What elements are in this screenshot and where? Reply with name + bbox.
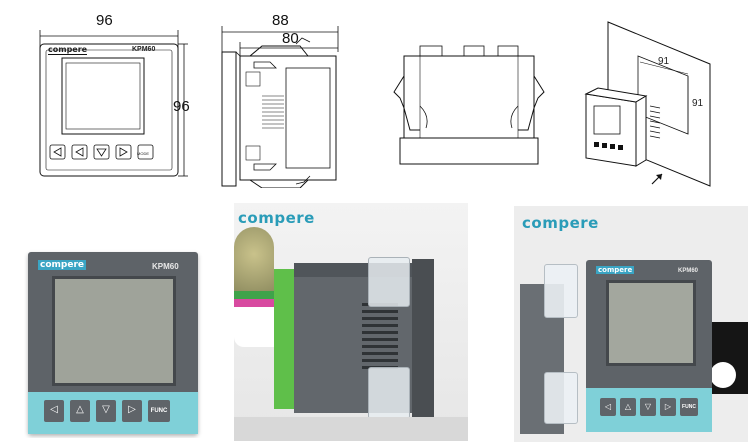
cutout-height-label: 91 bbox=[692, 98, 704, 109]
mounted-model-label: KPM60 bbox=[678, 268, 699, 274]
lcd-screen bbox=[52, 276, 176, 386]
cutout-width-label: 91 bbox=[658, 56, 670, 67]
top-view-drawing bbox=[390, 36, 550, 176]
side-view-drawing: 88 80 bbox=[210, 8, 355, 189]
drawing-mode-button-label: MODE bbox=[137, 151, 149, 156]
drawing-buttons bbox=[49, 144, 154, 160]
mounted-key-right[interactable]: ▷ bbox=[660, 398, 676, 416]
front-key-right[interactable]: ▷ bbox=[122, 400, 142, 422]
side-vents bbox=[362, 303, 398, 373]
device-front-bezel bbox=[412, 259, 434, 417]
mounting-clip-bottom bbox=[368, 367, 410, 419]
mounted-brand-logo: compere bbox=[522, 214, 599, 232]
mounted-clip-bottom bbox=[544, 372, 578, 424]
side-photo: compere bbox=[234, 203, 468, 441]
mounted-func-button[interactable]: FUNC bbox=[680, 398, 698, 416]
drawing-model-label: KPM60 bbox=[132, 46, 156, 53]
height-dimension-label: 96 bbox=[173, 98, 190, 115]
front-key-down[interactable]: ▽ bbox=[96, 400, 116, 422]
front-model-label: KPM60 bbox=[152, 262, 179, 271]
top-view-svg bbox=[393, 45, 545, 165]
front-photo: compere KPM60 ◁ △ ▽ ▷ FUNC bbox=[24, 246, 204, 438]
mounted-key-left[interactable]: ◁ bbox=[600, 398, 616, 416]
front-key-left[interactable]: ◁ bbox=[44, 400, 64, 422]
cactus-plant bbox=[234, 227, 274, 295]
body-depth-label: 80 bbox=[282, 30, 299, 47]
front-view-drawing: 96 96 compere KPM60 MODE bbox=[28, 8, 193, 188]
drawing-brand-logo: compere bbox=[48, 45, 88, 55]
mounted-lcd-screen bbox=[606, 280, 696, 366]
mounting-clip-top bbox=[368, 257, 410, 307]
mounted-key-down[interactable]: ▽ bbox=[640, 398, 656, 416]
panel-hole bbox=[710, 362, 736, 388]
side-view-svg bbox=[221, 26, 339, 189]
front-func-button[interactable]: FUNC bbox=[148, 400, 170, 422]
mounted-front-brand: compere bbox=[596, 266, 635, 274]
front-view-svg bbox=[39, 30, 188, 177]
mounted-photo: compere compere KPM60 ◁ △ ▽ ▷ FUNC bbox=[514, 206, 748, 442]
mounted-key-up[interactable]: △ bbox=[620, 398, 636, 416]
panel-mount-drawing: 91 91 bbox=[580, 16, 730, 196]
floor-shadow bbox=[234, 417, 468, 441]
front-key-up[interactable]: △ bbox=[70, 400, 90, 422]
pot-stripe-green bbox=[234, 291, 290, 299]
mounted-clip-top bbox=[544, 264, 578, 318]
width-dimension-label: 96 bbox=[96, 12, 113, 29]
side-brand-logo: compere bbox=[238, 209, 315, 227]
front-brand-logo: compere bbox=[38, 260, 86, 270]
panel-mount-svg bbox=[584, 21, 711, 187]
pot-stripe-pink bbox=[234, 299, 290, 307]
overall-depth-label: 88 bbox=[272, 12, 289, 29]
